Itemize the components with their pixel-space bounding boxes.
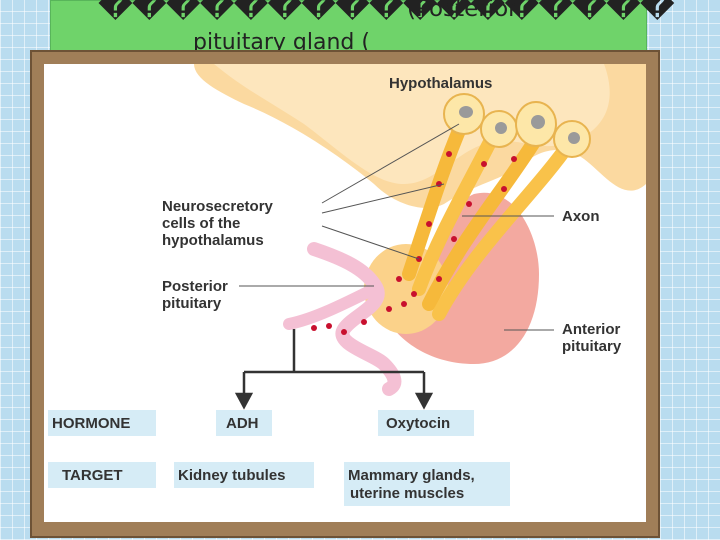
hormone-adh: ADH [226,415,259,432]
label-anterior-line2: pituitary [562,338,622,355]
label-hypothalamus: Hypothalamus [389,75,492,92]
hormone-label: HORMONE [52,415,130,432]
pituitary-diagram: Hypothalamus Neurosecretory cells of the… [48,64,646,506]
target-mammary-line2: uterine muscles [350,485,464,502]
slide-title-banner [50,0,647,55]
target-kidney: Kidney tubules [178,467,286,484]
hormone-target-table: HORMONE ADH Oxytocin TARGET Kidney tubul… [48,410,510,506]
hormone-label-box [48,410,156,436]
kidney-box [174,462,314,488]
adh-box [216,410,272,436]
neurosecretory-cells [443,93,591,158]
label-posterior-line1: Posterior [162,278,228,295]
leader-lines [239,123,554,331]
oxytocin-box [378,410,474,436]
neuron-bundle [402,112,576,321]
slide-title-garbled: ����������������� [98,0,675,26]
label-axon: Axon [562,208,600,225]
label-neurosecretory-line3: hypothalamus [162,232,264,249]
label-neurosecretory-line2: cells of the [162,215,240,232]
label-posterior-line2: pituitary [162,295,222,312]
target-mammary-line1: Mammary glands, [348,467,475,484]
board-frame: Hypothalamus Neurosecretory cells of the… [30,50,660,538]
hormone-dots [311,151,517,335]
mammary-box [344,462,510,506]
target-label: TARGET [62,467,123,484]
flow-arrows [234,329,434,410]
target-label-box [48,462,156,488]
slide-title-overlay: (Posterior [407,0,518,22]
label-anterior-line1: Anterior [562,321,621,338]
label-neurosecretory-line1: Neurosecretory [162,198,274,215]
diagram-panel: Hypothalamus Neurosecretory cells of the… [44,64,646,522]
hormone-oxytocin: Oxytocin [386,415,450,432]
